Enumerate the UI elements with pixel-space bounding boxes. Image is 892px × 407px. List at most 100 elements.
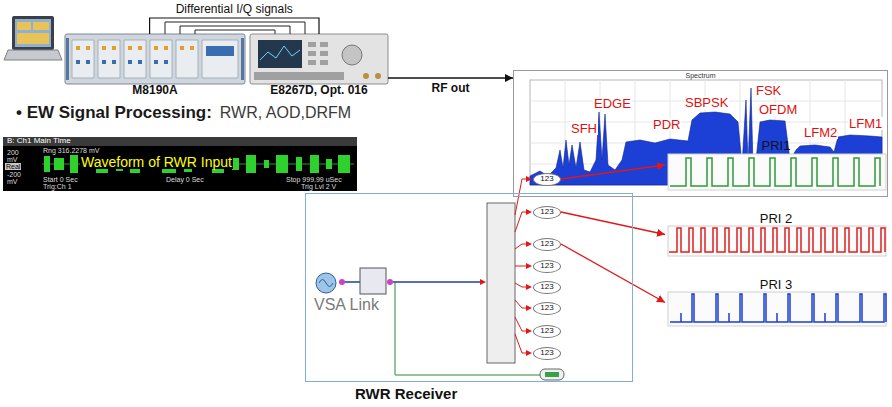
awg-handles <box>66 38 244 80</box>
output-wires <box>515 179 527 353</box>
connector <box>150 18 319 34</box>
port-dot <box>339 279 345 285</box>
spectrum-ground <box>514 71 887 196</box>
scope-readout: -200 <box>6 171 22 178</box>
scope-readout: Rng 316.2278 mV <box>42 147 100 154</box>
rf-connectors <box>363 73 381 79</box>
node-text: RWR Receiver <box>355 386 457 403</box>
input-arrowhead <box>480 279 486 285</box>
node-text: 123 <box>540 262 553 271</box>
signal-label: FSK <box>755 84 782 97</box>
pulse-train <box>670 158 880 186</box>
signal-label: OFDM <box>758 103 798 116</box>
sink-oval: 123 <box>533 347 561 360</box>
source-glyph <box>319 280 333 287</box>
node-text: 123 <box>540 283 553 292</box>
node-text: B: Ch1 Main Time <box>7 137 71 146</box>
pri-plot-frame <box>668 154 886 190</box>
node-text: E8267D, Opt. 016 <box>270 84 367 97</box>
iq-wires <box>165 22 305 34</box>
signal-label: LFM2 <box>803 126 838 139</box>
source-block: VSA Link <box>312 270 388 314</box>
scope-readout: Trig Lvl 2 V <box>300 183 337 190</box>
pulse-plot: PRI1 <box>665 138 887 192</box>
node-text: 123 <box>540 327 553 336</box>
node-text: M8190A <box>132 84 177 97</box>
demod-block <box>360 268 386 294</box>
scope-readout: Delay 0 Sec <box>165 176 205 183</box>
scope-readout: Stop 999.99 uSec <box>285 176 343 183</box>
sink-oval: 123 <box>533 238 561 251</box>
awg-instrument: M8190A <box>65 34 245 98</box>
screen-trace <box>260 46 300 60</box>
pri-plot-frame <box>668 226 886 256</box>
node-text: 123 <box>540 208 553 217</box>
signal-label: SBPSK <box>684 96 729 109</box>
vsa-source-icon <box>316 273 336 293</box>
receiver-panel: RWR ReceiverVSA Link12312312312312312312… <box>305 193 633 382</box>
pulse-plot: PRI 2 <box>665 211 887 258</box>
signal-label: SFH <box>570 122 598 135</box>
node-text: VSA Link <box>314 296 379 314</box>
generator-screen <box>258 40 302 68</box>
awg-connectors <box>76 46 194 50</box>
sink-icon-mark <box>545 372 559 377</box>
signal-label: EDGE <box>593 97 632 110</box>
sink-oval: 123 <box>533 281 561 294</box>
waveform-title: Waveform of RWR Input <box>80 155 233 169</box>
scope-readout: mV <box>6 178 19 185</box>
awg-ports <box>76 46 234 64</box>
scope-readout: Real <box>5 163 21 170</box>
demux-block <box>487 203 515 363</box>
sink-icon <box>540 369 564 380</box>
generator-knob <box>342 45 362 65</box>
sink-oval: 123 <box>533 302 561 315</box>
connector <box>561 165 665 179</box>
port-dot <box>387 279 393 285</box>
pulse-train <box>669 228 885 252</box>
signal-label: PDR <box>652 118 681 131</box>
scope-readout: 200 <box>6 149 20 156</box>
sink-oval: 123 <box>533 206 561 219</box>
node-text: PRI1 <box>762 139 791 153</box>
sink-oval: 123 <box>533 173 561 186</box>
laptop-base <box>4 50 62 60</box>
node-text: 123 <box>540 240 553 249</box>
signal-generator: E8267D, Opt. 016 <box>250 34 388 98</box>
heading-text: • EW Signal Processing: <box>15 104 213 121</box>
edge-label: RF out <box>431 82 471 94</box>
node-text: 123 <box>540 349 553 358</box>
awg-chassis <box>65 34 245 84</box>
edge-label: Differential I/Q signals <box>175 3 294 15</box>
node-text: 123 <box>540 175 553 184</box>
pri-plot-frame <box>668 292 886 326</box>
scope-readout: Start 0 Sec <box>42 176 79 183</box>
laptop-app <box>17 22 49 44</box>
awg-modules <box>72 40 238 78</box>
laptop-screen <box>12 16 54 50</box>
node-text: Spectrum <box>686 72 716 80</box>
pulse-plot: PRI 3 <box>665 277 887 328</box>
pulse-train <box>670 294 886 322</box>
connector <box>561 212 665 235</box>
node-text: PRI 2 <box>760 212 793 226</box>
scope-ground <box>3 137 357 191</box>
waveform-bursts <box>44 155 350 173</box>
generator-chassis <box>250 34 388 84</box>
node-text: 123 <box>540 304 553 313</box>
heading-text: RWR, AOD,DRFM <box>219 105 352 121</box>
signal-label: LFM1 <box>848 117 883 130</box>
scope-readout: mV <box>6 156 19 163</box>
scope-header <box>3 137 357 146</box>
laptop-display <box>15 19 51 47</box>
node-text: PRI 3 <box>760 278 793 292</box>
output-arrowheads <box>526 176 532 356</box>
generator-keys <box>254 42 344 80</box>
control-wire <box>395 282 540 375</box>
sink-oval: 123 <box>533 260 561 273</box>
sink-oval: 123 <box>533 325 561 338</box>
